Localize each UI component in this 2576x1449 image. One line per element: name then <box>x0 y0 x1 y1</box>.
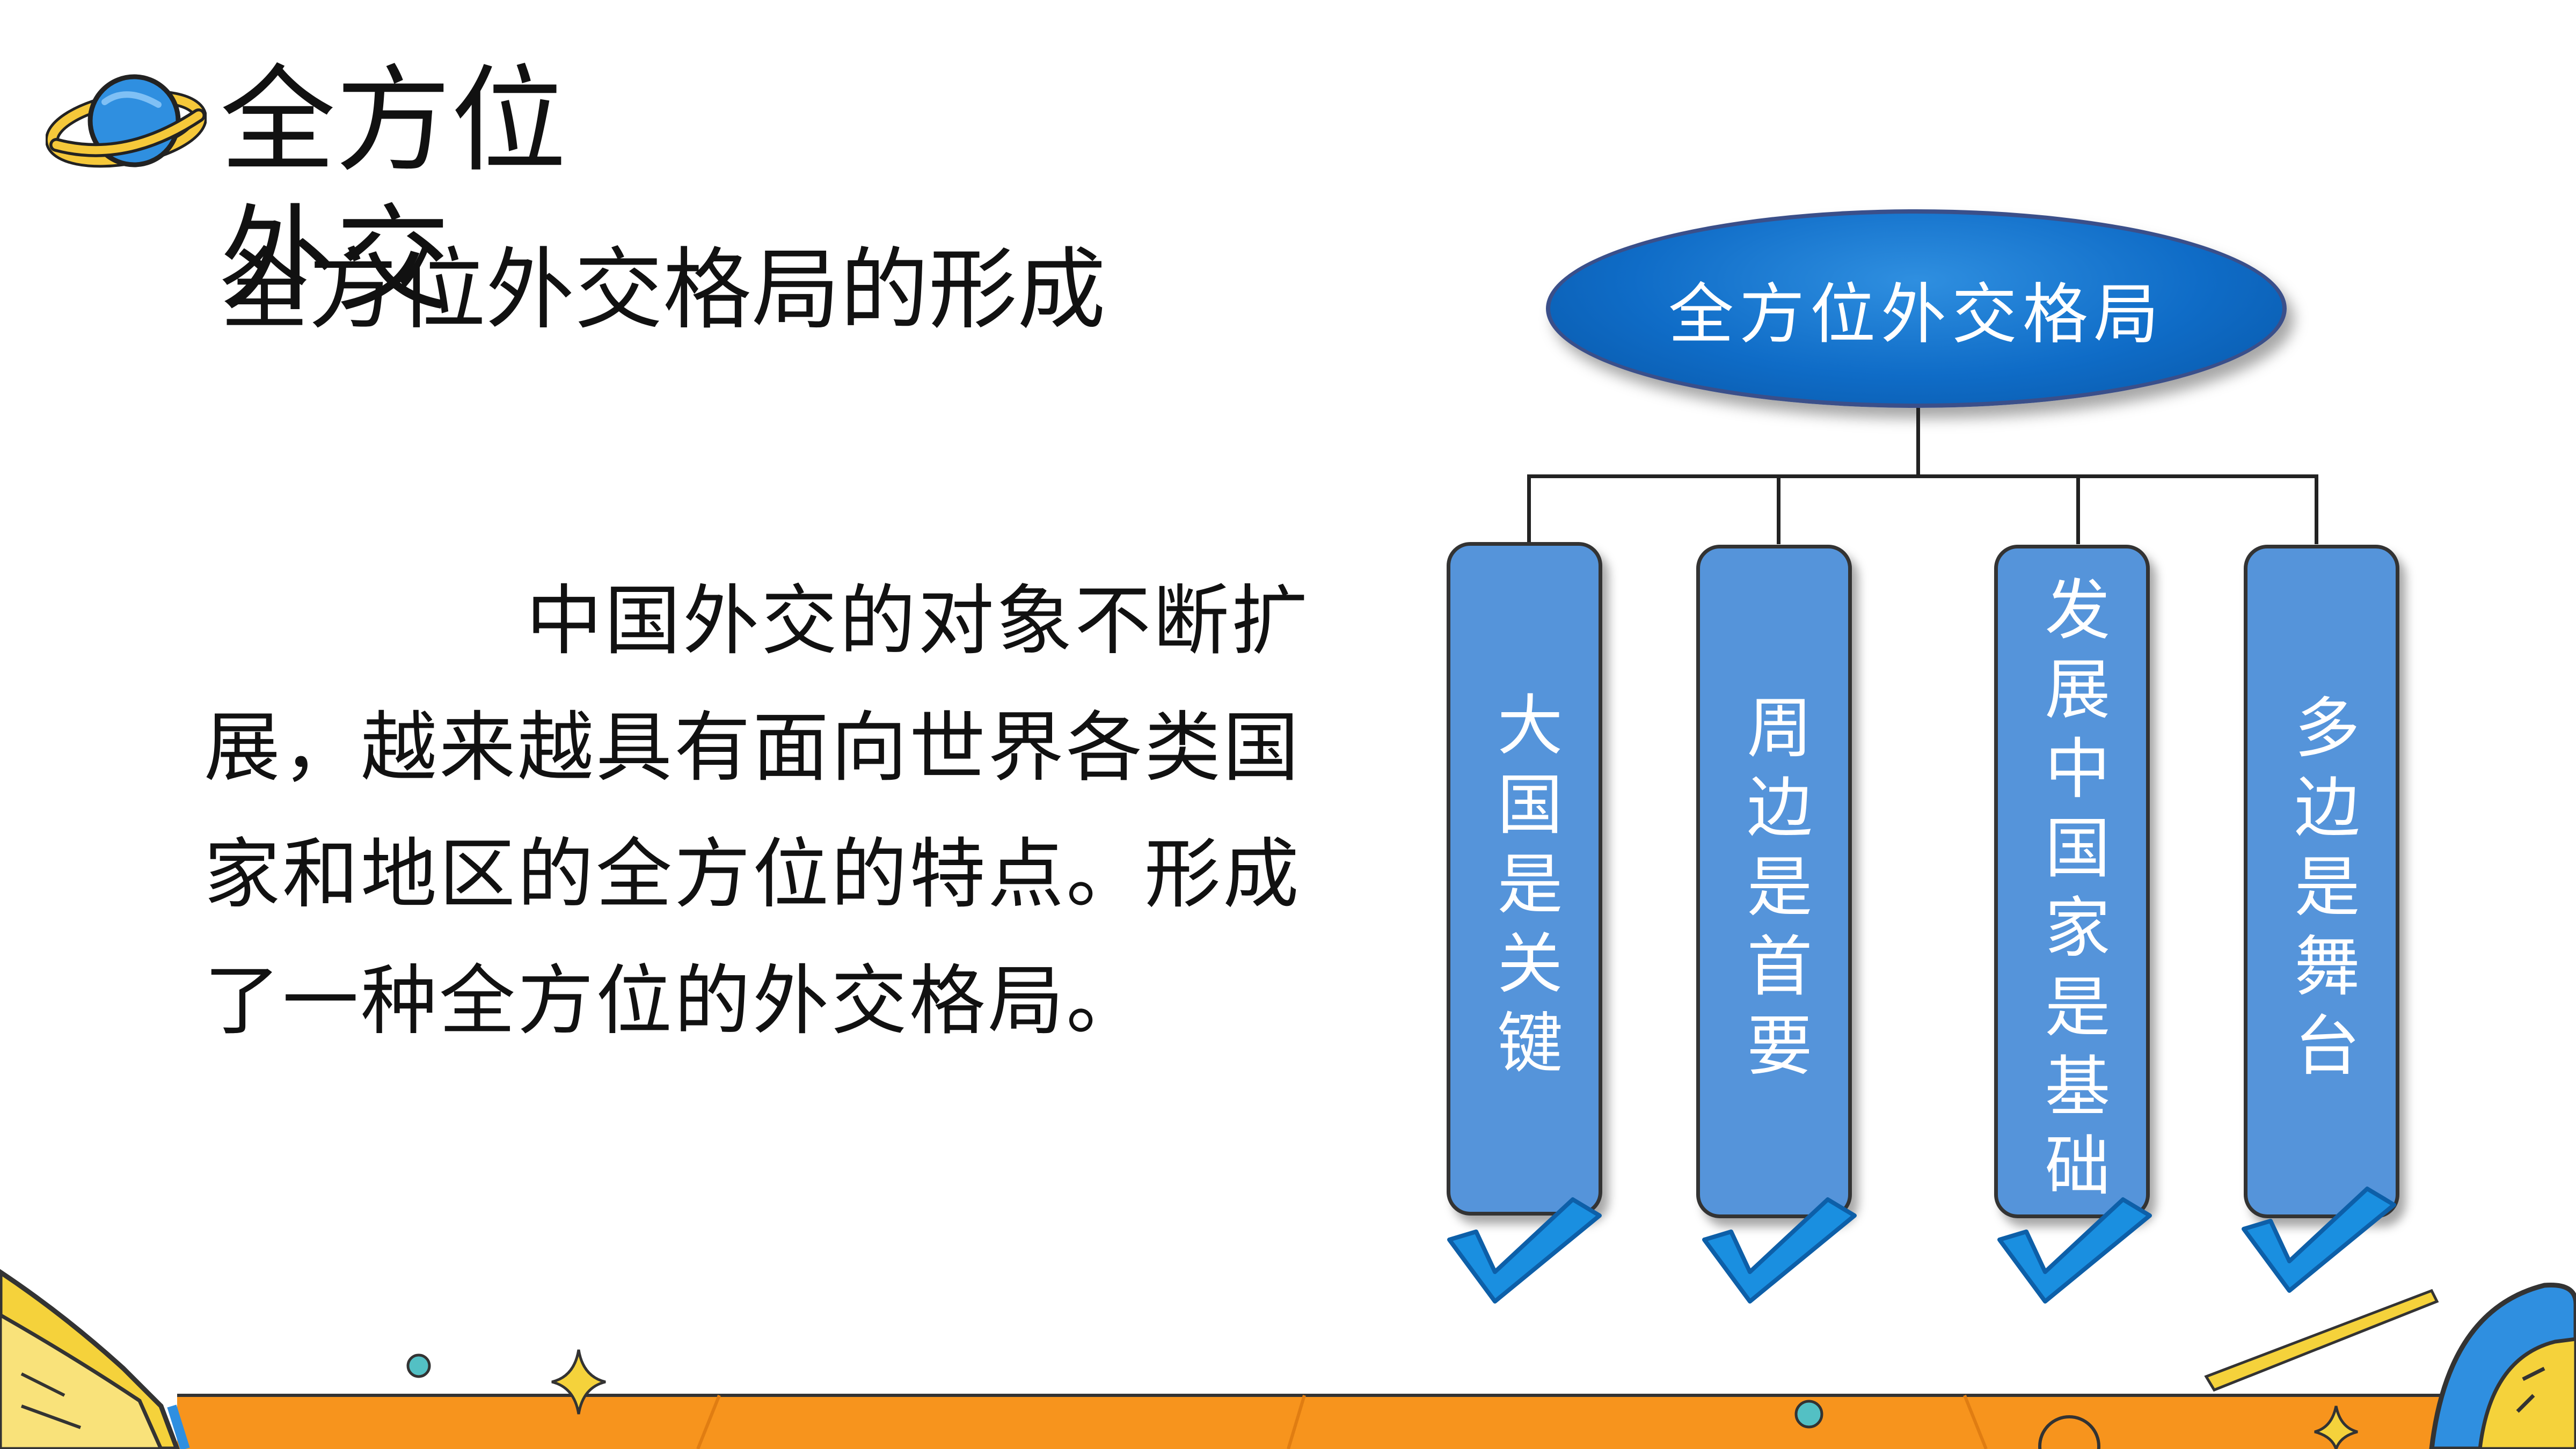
section-subtitle: 全方位外交格局的形成 <box>220 238 1106 341</box>
diagram-branch-label: 发展中国家是基础 <box>2034 575 2110 1211</box>
page-title: 全方位外交 <box>220 53 566 327</box>
diagram-branch-label: 大国是关键 <box>1486 691 1563 1088</box>
diagram-branch-3: 发展中国家是基础 <box>1994 545 2150 1218</box>
connector-drop-3 <box>2076 474 2080 544</box>
connector-drop-4 <box>2315 474 2318 544</box>
connector-drop-2 <box>1777 474 1780 544</box>
diagram-branch-label: 多边是舞台 <box>2283 693 2360 1091</box>
diagram-branch-1: 大国是关键 <box>1447 542 1602 1216</box>
connector-drop-1 <box>1527 474 1531 544</box>
diagram-branch-2: 周边是首要 <box>1696 545 1852 1218</box>
check-icon <box>1447 1197 1602 1304</box>
diagram-root-label: 全方位外交格局 <box>1668 276 2164 353</box>
diagram-branch-4: 多边是舞台 <box>2244 545 2399 1218</box>
connector-bar <box>1527 474 2318 478</box>
diagram-root-node: 全方位外交格局 <box>1546 209 2287 408</box>
check-icon <box>2242 1187 2396 1293</box>
check-icon <box>1702 1197 1857 1304</box>
check-icon <box>1997 1197 2152 1304</box>
bottom-decoration <box>0 1269 2576 1449</box>
planet-icon <box>46 74 207 168</box>
diagram-branch-label: 周边是首要 <box>1736 693 1812 1091</box>
connector-trunk <box>1916 408 1920 477</box>
body-paragraph: 中国外交的对象不断扩展，越来越具有面向世界各类国家和地区的全方位的特点。形成了一… <box>204 577 1310 1045</box>
